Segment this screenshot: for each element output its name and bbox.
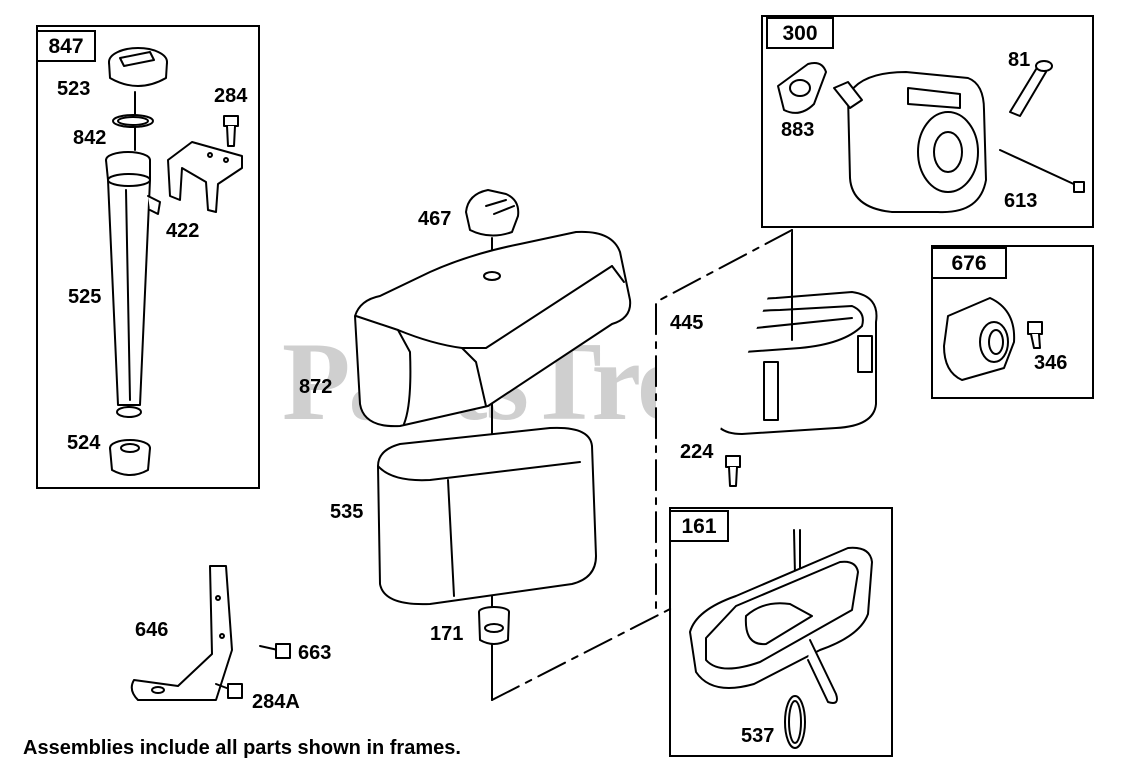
screw-284[interactable] [223,115,239,147]
frame-847 [36,25,260,489]
label-224: 224 [680,441,714,463]
label-523: 523 [57,78,91,100]
label-284a: 284A [252,691,300,713]
label-525: 525 [68,286,102,308]
o-ring-537[interactable] [784,695,806,749]
label-467: 467 [418,208,452,230]
frame-161-tag: 161 [669,510,729,542]
frame-300-tag: 300 [766,17,834,49]
muffler[interactable] [833,71,987,214]
frame-676-tag: 676 [931,247,1007,279]
gasket-883[interactable] [777,62,827,114]
frame-676 [931,245,1094,399]
air-cleaner-base-161[interactable] [689,546,873,704]
knob-467[interactable] [465,189,520,237]
label-537: 537 [741,725,775,747]
screw-224[interactable] [725,455,741,487]
label-422: 422 [166,220,200,242]
label-171: 171 [430,623,464,645]
label-646: 646 [135,619,169,641]
label-663: 663 [298,642,332,664]
frame-161 [669,507,893,757]
screw-284a[interactable] [215,683,243,699]
grommet-524[interactable] [109,439,151,476]
footer-note: Assemblies include all parts shown in fr… [23,737,461,759]
label-872: 872 [299,376,333,398]
screw-346[interactable] [1027,321,1043,349]
pre-cleaner-535[interactable] [377,426,597,606]
frame-300 [761,15,1094,228]
label-81: 81 [1008,49,1031,71]
label-346: 346 [1034,352,1068,374]
cover-872[interactable] [354,230,632,428]
label-535: 535 [330,501,364,523]
grommet-171[interactable] [478,606,510,645]
label-284: 284 [214,85,248,107]
o-ring-842[interactable] [112,114,154,128]
guide-line-bottom [491,607,673,701]
fill-tube-525[interactable] [105,151,161,418]
screw-663[interactable] [259,643,291,659]
bracket-646[interactable] [130,565,233,701]
guard-81[interactable] [1009,60,1053,117]
flange-676[interactable] [943,297,1016,381]
bolt-613[interactable] [999,149,1085,193]
frame-847-tag: 847 [36,30,96,62]
label-842: 842 [73,127,107,149]
label-445: 445 [670,312,704,334]
oil-cap-523[interactable] [108,47,168,151]
label-613: 613 [1004,190,1038,212]
label-883: 883 [781,119,815,141]
bracket-422[interactable] [167,141,243,213]
label-524: 524 [67,432,101,454]
